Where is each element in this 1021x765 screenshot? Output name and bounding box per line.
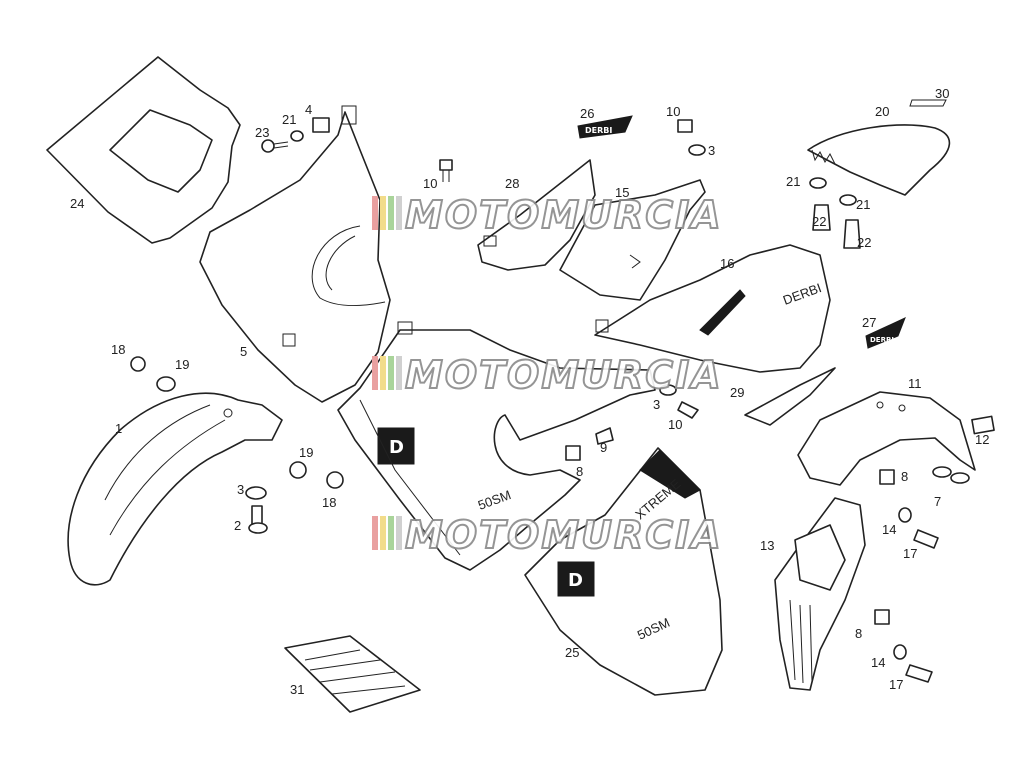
part-27-decal: DERBI xyxy=(865,317,906,349)
part-15-side-cover-right xyxy=(559,179,706,301)
part-20-tail-cover xyxy=(807,124,951,196)
part-label: 21 xyxy=(282,112,296,127)
watermark-stripe xyxy=(388,516,394,550)
watermark-stripe xyxy=(388,196,394,230)
part-11-rear-bracket xyxy=(797,391,976,486)
part-label: 22 xyxy=(857,235,871,250)
part-label: 16 xyxy=(720,256,734,271)
part-label: 31 xyxy=(290,682,304,697)
part-label: 8 xyxy=(576,464,583,479)
part-label: 10 xyxy=(668,417,682,432)
part-label: 10 xyxy=(666,104,680,119)
part-label: 20 xyxy=(875,104,889,119)
part-label: 11 xyxy=(908,376,922,391)
watermark-stripe xyxy=(380,196,386,230)
decal-27-brand: DERBI xyxy=(870,336,894,344)
part-label: 21 xyxy=(786,174,800,189)
part-label: 26 xyxy=(580,106,594,121)
watermark-stripe xyxy=(396,516,402,550)
watermark-stripe xyxy=(380,516,386,550)
watermark-stripe xyxy=(396,356,402,390)
part-label: 9 xyxy=(600,440,607,455)
part-label: 4 xyxy=(305,102,312,117)
part-label: 15 xyxy=(615,185,629,200)
watermark-bottom: MOTOMURCIA xyxy=(372,512,723,558)
part-label: 13 xyxy=(760,538,774,553)
part-label: 12 xyxy=(975,432,989,447)
part-label: 30 xyxy=(935,86,949,101)
part-label: 14 xyxy=(882,522,896,537)
part-label: 3 xyxy=(237,482,244,497)
part-5-side-shell xyxy=(199,105,391,403)
watermark-middle: MOTOMURCIA xyxy=(372,352,723,398)
part-30-decal xyxy=(909,99,947,107)
part-label: 19 xyxy=(175,357,189,372)
part-label: 3 xyxy=(653,397,660,412)
side-decal-letter: D xyxy=(568,570,583,591)
part-25-side-panel: D 50SM XTREME xyxy=(524,447,723,696)
watermark-text: MOTOMURCIA xyxy=(405,513,723,557)
part-label: 27 xyxy=(862,315,876,330)
part-label: 24 xyxy=(70,196,84,211)
watermark-stripe xyxy=(388,356,394,390)
watermark-text: MOTOMURCIA xyxy=(405,353,723,397)
part-31-decal-sheet xyxy=(284,635,421,713)
hardware-small-parts xyxy=(130,119,970,683)
part-13-rear-mudguard xyxy=(774,497,866,691)
part-label: 18 xyxy=(111,342,125,357)
part-label: 14 xyxy=(871,655,885,670)
part-label: 8 xyxy=(901,469,908,484)
watermark-stripe xyxy=(380,356,386,390)
part-number-labels: 1 2 3 3 3 4 5 7 8 8 8 9 10 10 10 11 12 1… xyxy=(70,86,989,697)
watermark-stripe xyxy=(372,196,378,230)
part-label: 18 xyxy=(322,495,336,510)
part-28-side-cover-left xyxy=(477,159,596,271)
part-16-rear-side-cover: DERBI xyxy=(594,244,831,373)
part-label: 5 xyxy=(240,344,247,359)
part-label: 19 xyxy=(299,445,313,460)
part-label: 17 xyxy=(889,677,903,692)
part-24-tank-pad xyxy=(46,56,241,244)
watermark-stripe xyxy=(372,356,378,390)
part-label: 3 xyxy=(708,143,715,158)
part-label: 8 xyxy=(855,626,862,641)
watermark-stripe xyxy=(372,516,378,550)
part-26-decal: DERBI xyxy=(577,115,633,139)
part-label: 2 xyxy=(234,518,241,533)
watermark-stripe xyxy=(396,196,402,230)
part-label: 1 xyxy=(115,421,122,436)
decal-26-brand: DERBI xyxy=(585,126,612,135)
part-1-front-fender xyxy=(67,392,283,586)
part-29-strip xyxy=(744,367,836,426)
part-label: 29 xyxy=(730,385,744,400)
part-4-clip xyxy=(312,117,330,133)
part-12-reflector xyxy=(971,415,995,435)
part-label: 22 xyxy=(812,214,826,229)
part-label: 28 xyxy=(505,176,519,191)
watermark-text: MOTOMURCIA xyxy=(405,193,723,237)
part-label: 17 xyxy=(903,546,917,561)
part-label: 25 xyxy=(565,645,579,660)
part-label: 10 xyxy=(423,176,437,191)
part-label: 21 xyxy=(856,197,870,212)
part-front-fairing-decal: D 50SM xyxy=(337,321,656,571)
part-label: 7 xyxy=(934,494,941,509)
front-decal-letter: D xyxy=(389,437,404,458)
part-label: 23 xyxy=(255,125,269,140)
watermark-top: MOTOMURCIA xyxy=(372,192,723,238)
